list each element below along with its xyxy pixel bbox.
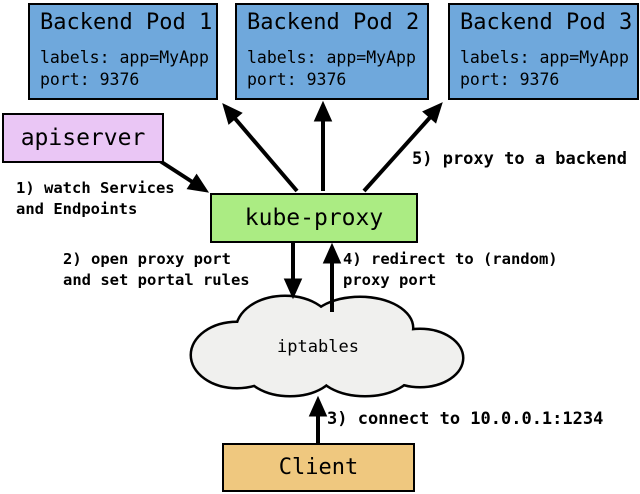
annotation-step1-watch-services: 1) watch Services and Endpoints: [16, 179, 175, 218]
pod-port: port: 9376: [40, 70, 140, 89]
arrow-proxy-to-pod3: [362, 102, 443, 193]
arrow-proxy-to-pod2: [313, 100, 333, 191]
iptables-label: iptables: [277, 337, 359, 357]
pod-labels: labels: app=MyApp: [460, 48, 629, 67]
client-box: Client: [222, 443, 415, 492]
annotation-step3-connect: 3) connect to 10.0.0.1:1234: [327, 409, 604, 429]
pod-title: Backend Pod 3: [460, 10, 633, 35]
annotation-step4-redirect: 4) redirect to (random) proxy port: [343, 250, 558, 289]
arrow-client-connect: [308, 395, 328, 443]
kube-proxy-label: kube-proxy: [244, 205, 384, 231]
pod-labels: labels: app=MyApp: [40, 48, 209, 67]
kube-proxy-box: kube-proxy: [210, 193, 418, 243]
pod-port: port: 9376: [460, 70, 560, 89]
backend-pod-1-box: Backend Pod 1 labels: app=MyApp port: 93…: [28, 3, 218, 100]
pod-title: Backend Pod 2: [247, 10, 420, 35]
arrow-redirect-to-proxy: [322, 242, 342, 312]
pod-port: port: 9376: [247, 70, 347, 89]
arrow-watch-services: [158, 159, 210, 193]
arrow-proxy-to-pod1: [222, 103, 299, 193]
annotation-step2-open-proxy-port: 2) open proxy port and set portal rules: [63, 250, 250, 289]
arrow-open-proxy-port: [283, 243, 303, 300]
apiserver-label: apiserver: [20, 125, 146, 151]
client-label: Client: [278, 455, 359, 480]
cloud-shape: [189, 294, 465, 398]
backend-pod-3-box: Backend Pod 3 labels: app=MyApp port: 93…: [448, 3, 639, 100]
annotation-step5-proxy-to-backend: 5) proxy to a backend: [412, 149, 627, 169]
backend-pod-2-box: Backend Pod 2 labels: app=MyApp port: 93…: [235, 3, 429, 100]
pod-title: Backend Pod 1: [40, 10, 213, 35]
apiserver-box: apiserver: [2, 113, 164, 163]
pod-labels: labels: app=MyApp: [247, 48, 416, 67]
